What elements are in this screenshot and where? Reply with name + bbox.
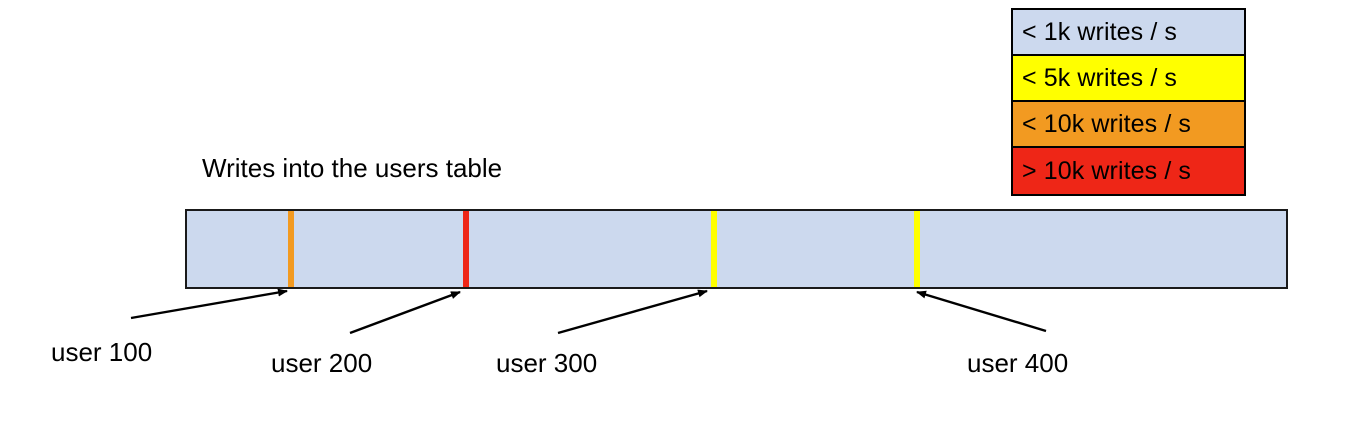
label-user-400: user 400	[967, 348, 1069, 378]
legend-label-under-1k: < 1k writes / s	[1022, 17, 1178, 46]
arrow-user-100	[130, 288, 288, 320]
arrow-user-400	[916, 290, 1047, 333]
legend-row-under-10k: < 10k writes / s	[1013, 102, 1244, 148]
legend-row-under-1k: < 1k writes / s	[1013, 10, 1244, 56]
stripe-user-200	[463, 211, 469, 287]
label-user-200: user 200	[271, 348, 373, 378]
users-table-keyrange-bar	[185, 209, 1288, 289]
label-user-300: user 300	[496, 348, 598, 378]
stripe-user-400	[914, 211, 920, 287]
label-user-100: user 100	[51, 337, 153, 367]
legend-label-under-10k: < 10k writes / s	[1022, 109, 1192, 138]
legend-row-under-5k: < 5k writes / s	[1013, 56, 1244, 102]
arrow-user-200	[349, 290, 461, 335]
arrow-user-300	[557, 289, 708, 335]
chart-title: Writes into the users table	[202, 153, 503, 183]
legend-row-over-10k: > 10k writes / s	[1013, 148, 1244, 194]
legend-label-under-5k: < 5k writes / s	[1022, 63, 1178, 92]
legend: < 1k writes / s < 5k writes / s < 10k wr…	[1011, 8, 1246, 196]
legend-label-over-10k: > 10k writes / s	[1022, 156, 1192, 185]
stripe-user-100	[288, 211, 294, 287]
stripe-user-300	[711, 211, 717, 287]
